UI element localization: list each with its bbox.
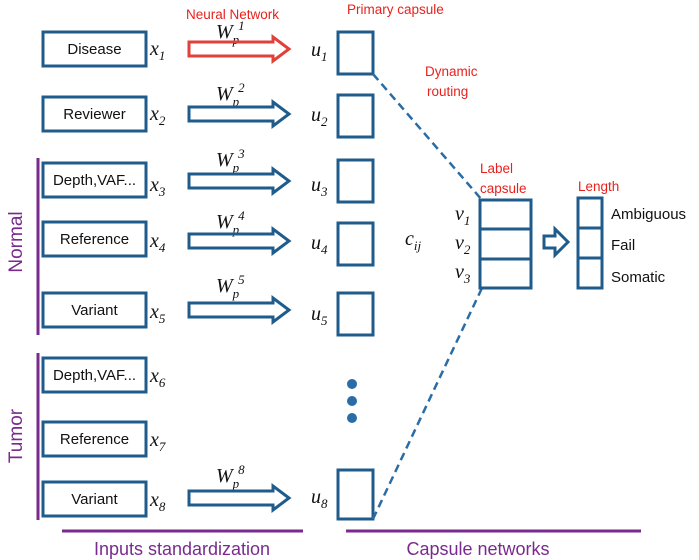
label-capsule-vector: v2 — [455, 232, 471, 257]
input-box — [41, 356, 148, 394]
input-box — [41, 420, 148, 458]
input-box — [41, 95, 148, 133]
input-box-label: Variant — [71, 302, 118, 319]
input-variable: x7 — [149, 429, 166, 454]
input-variable: x1 — [149, 38, 165, 63]
primary-output-variable: u1 — [311, 39, 328, 64]
weight-label: Wp4 — [216, 208, 245, 237]
ellipsis-dot — [347, 379, 357, 389]
input-box-label: Depth,VAF... — [53, 367, 136, 384]
primary-output-variable: u3 — [311, 174, 328, 199]
input-box-label: Reference — [60, 431, 129, 448]
weight-label: Wp3 — [216, 146, 245, 175]
primary-capsule-box — [336, 30, 375, 76]
inputs-standardization-label: Inputs standardization — [94, 539, 270, 559]
tumor-group-label: Tumor — [6, 408, 27, 463]
input-variable: x3 — [149, 174, 166, 199]
length-label: Length — [578, 179, 619, 194]
output-label-somatic: Somatic — [611, 269, 666, 286]
input-row-3: Depth,VAF... x3 Wp3 u3 — [41, 146, 375, 204]
routing-line-top — [372, 73, 483, 201]
input-box-label: Reviewer — [63, 106, 126, 123]
input-row-7: Reference x7 — [41, 420, 166, 458]
input-row-2: Reviewer x2 Wp2 u2 — [41, 80, 375, 139]
primary-capsule-box — [336, 158, 375, 204]
label-capsule-vector: v3 — [455, 261, 471, 286]
input-row-1: Disease x1 Wp1 u1 — [41, 18, 375, 76]
coupling-coefficient: cij — [405, 228, 422, 253]
weight-label: Wp8 — [216, 462, 245, 491]
ellipsis-dot — [347, 396, 357, 406]
label-capsule-label-line2: capsule — [480, 181, 527, 196]
primary-output-variable: u8 — [311, 486, 328, 511]
input-box-label: Depth,VAF... — [53, 172, 136, 189]
label-capsule-vector: v1 — [455, 203, 470, 228]
primary-capsule-box — [336, 291, 375, 337]
input-variable: x8 — [149, 489, 166, 514]
primary-output-variable: u4 — [311, 232, 328, 257]
input-box-label: Reference — [60, 231, 129, 248]
primary-capsule-label: Primary capsule — [347, 2, 444, 17]
transform-arrow — [187, 483, 292, 513]
label-capsule — [478, 198, 533, 290]
capsule-networks-label: Capsule networks — [406, 539, 549, 559]
length-capsule — [576, 196, 604, 290]
output-label-fail: Fail — [611, 237, 635, 254]
primary-capsule-box — [336, 468, 375, 521]
input-variable: x4 — [149, 230, 166, 255]
primary-output-variable: u2 — [311, 104, 328, 129]
neural-network-label: Neural Network — [186, 7, 279, 22]
input-row-4: Reference x4 Wp4 u4 — [41, 208, 375, 267]
output-label-ambiguous: Ambiguous — [611, 206, 686, 223]
input-box — [41, 291, 148, 329]
transform-arrow — [187, 166, 292, 196]
output-arrow-icon — [542, 225, 571, 259]
transform-arrow — [187, 99, 292, 129]
label-capsule-label-line1: Label — [480, 161, 513, 176]
transform-arrow — [187, 295, 292, 325]
weight-label: Wp1 — [216, 18, 245, 47]
input-box — [41, 161, 148, 199]
input-row-5: Variant x5 Wp5 u5 — [41, 272, 375, 337]
input-box-label: Disease — [67, 41, 121, 58]
dynamic-routing-label-line1: Dynamic — [425, 64, 478, 79]
length-capsule-box — [576, 196, 604, 290]
input-box — [41, 30, 148, 68]
input-row-8: Variant x8 Wp8 u8 — [41, 462, 375, 521]
input-variable: x5 — [149, 301, 166, 326]
input-variable: x6 — [149, 365, 166, 390]
primary-capsule-box — [336, 93, 375, 139]
primary-capsule-box — [336, 221, 375, 267]
input-box-label: Variant — [71, 491, 118, 508]
label-capsule-box — [478, 198, 533, 290]
primary-output-variable: u5 — [311, 303, 328, 328]
input-box — [41, 480, 148, 518]
input-row-6: Depth,VAF... x6 — [41, 356, 166, 394]
routing-line-bottom — [371, 287, 484, 520]
weight-label: Wp2 — [216, 80, 245, 109]
input-box — [41, 220, 148, 258]
normal-group-label: Normal — [6, 211, 27, 272]
weight-label: Wp5 — [216, 272, 245, 301]
dynamic-routing-label-line2: routing — [427, 84, 468, 99]
ellipsis-dot — [347, 413, 357, 423]
transform-arrow — [187, 226, 292, 256]
input-variable: x2 — [149, 103, 166, 128]
transform-arrow — [187, 34, 292, 64]
